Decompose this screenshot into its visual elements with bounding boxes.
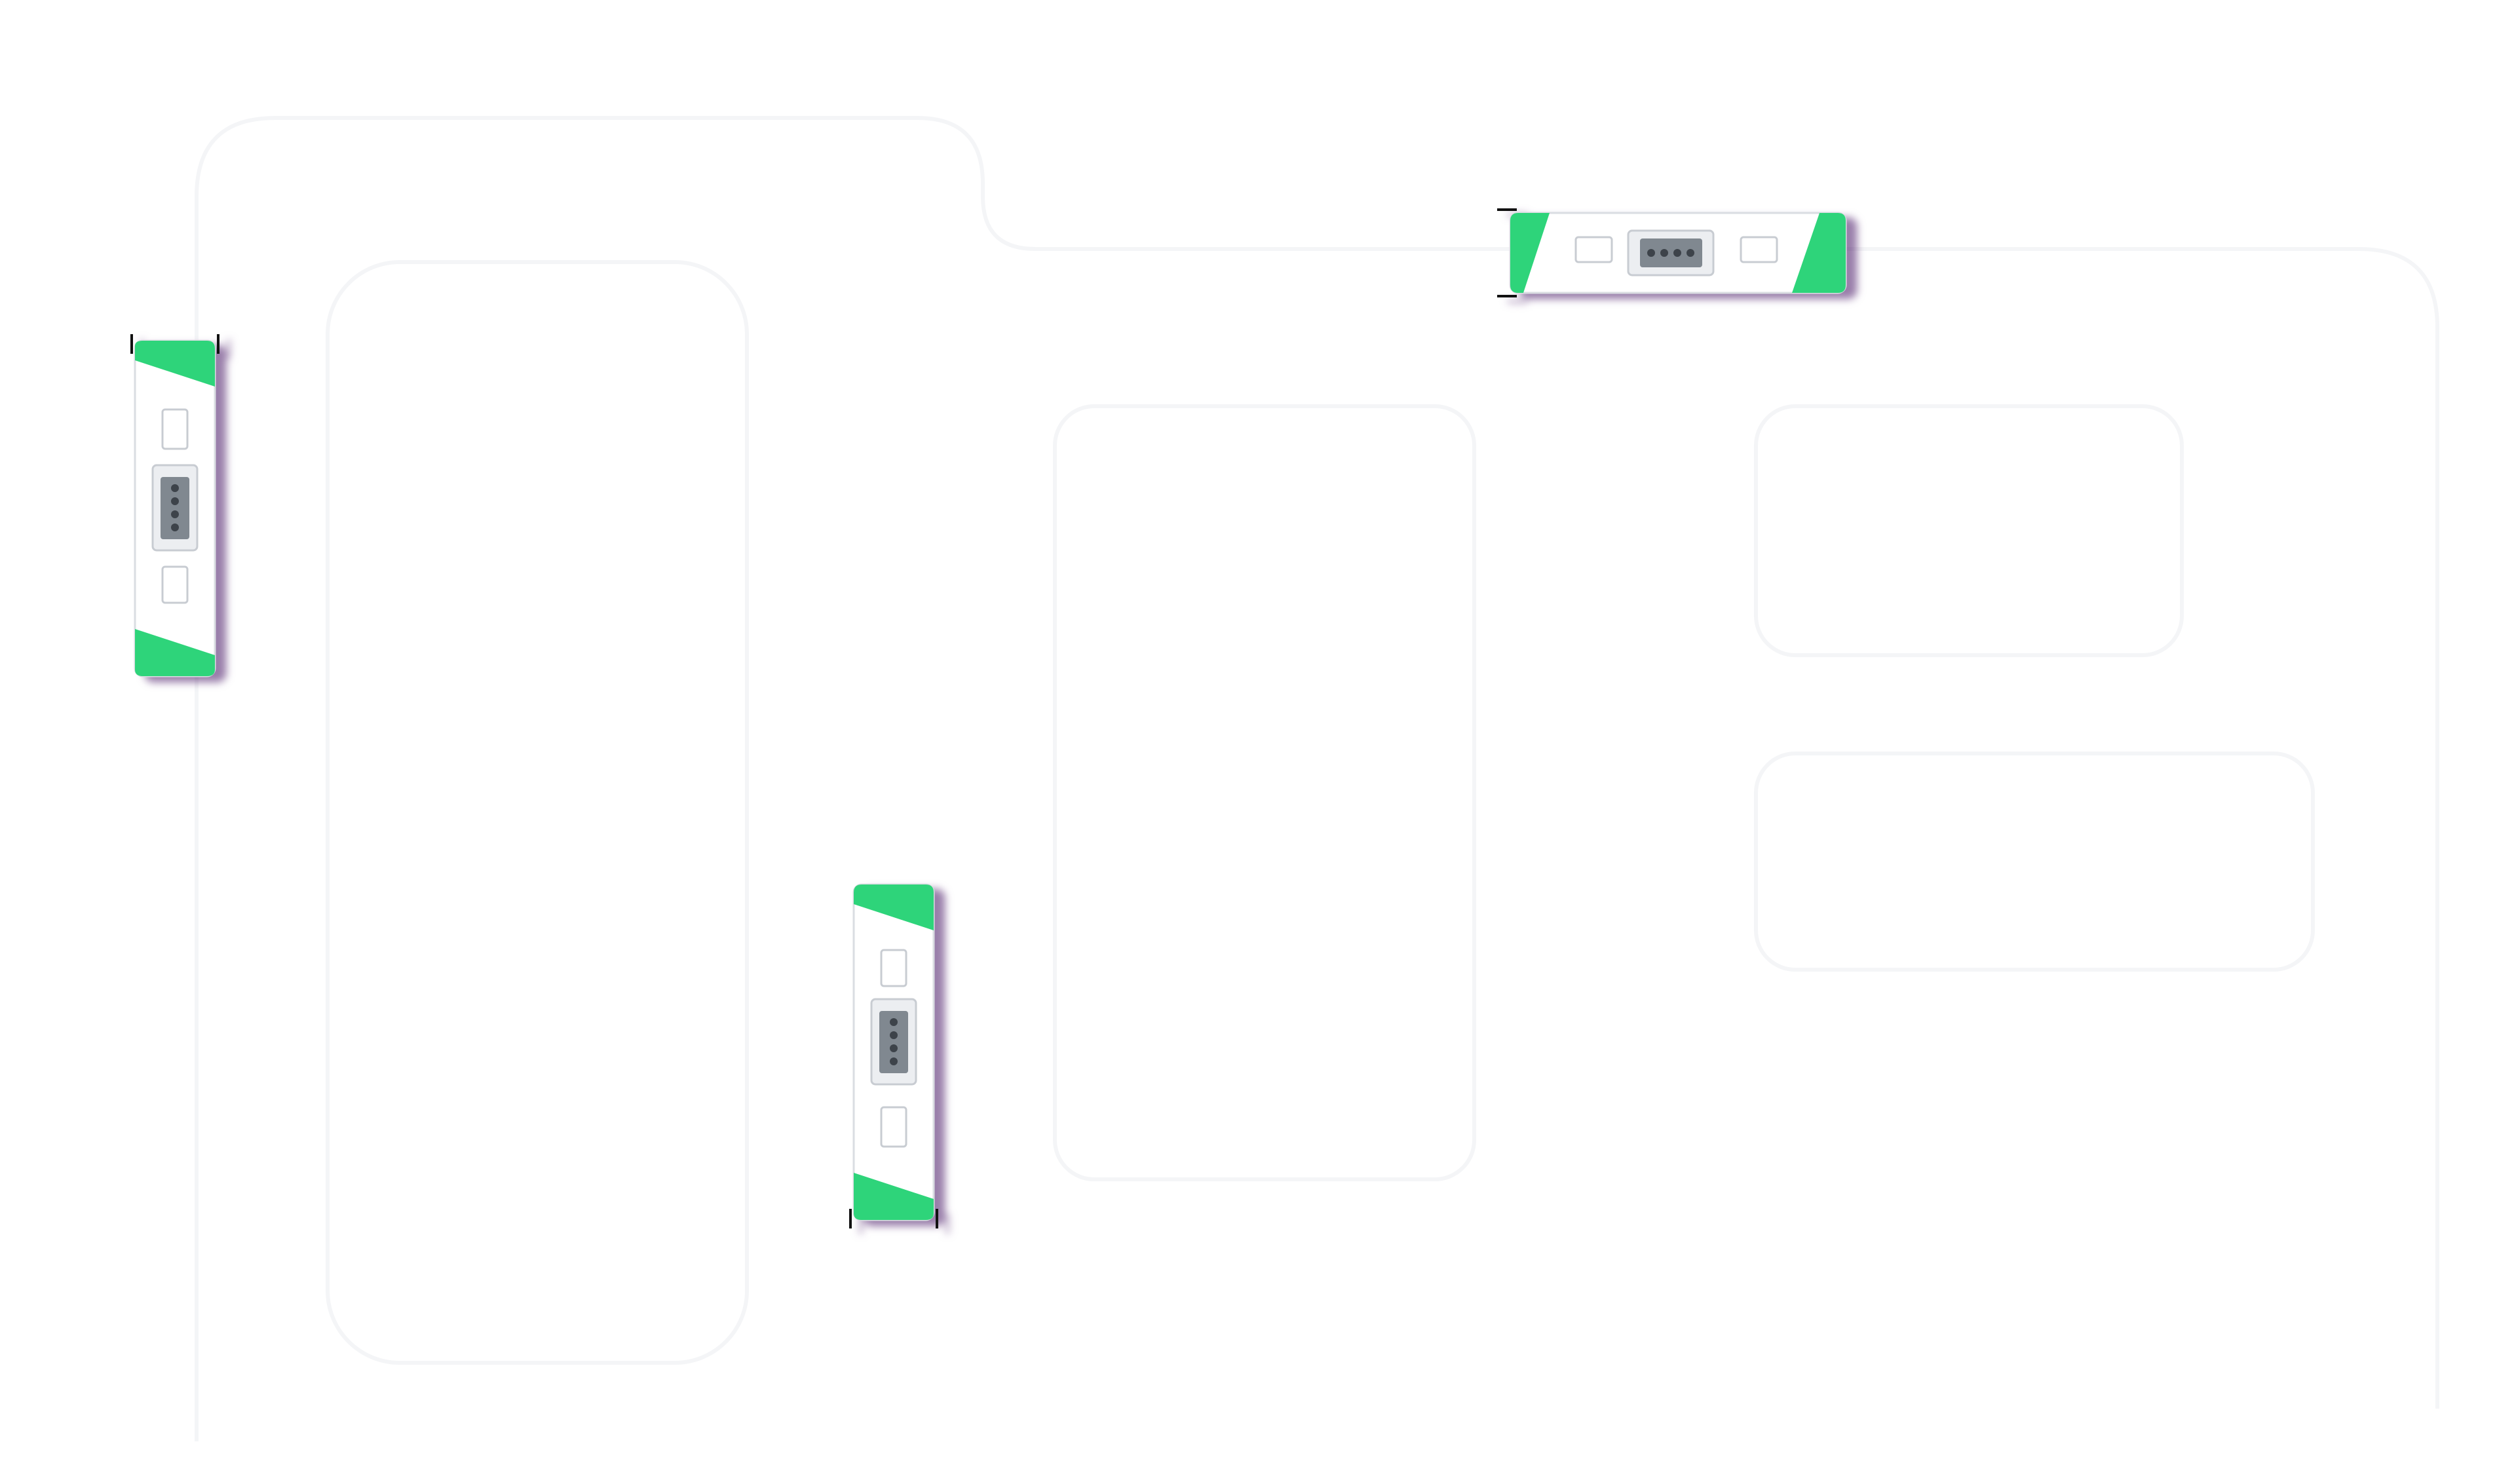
bus-icon (849, 883, 938, 1228)
bus-icon (130, 334, 219, 677)
bus-vehicle-top-right (1497, 204, 1858, 303)
city-block-right-bottom (1754, 752, 2315, 972)
outer-road (195, 116, 2439, 1441)
bus-vehicle-bottom-middle (845, 878, 943, 1232)
city-block-left (326, 260, 749, 1365)
bus-vehicle-left (126, 334, 225, 681)
city-block-right-top (1754, 404, 2184, 657)
bus-icon (1497, 208, 1847, 297)
city-block-center (1053, 404, 1476, 1181)
